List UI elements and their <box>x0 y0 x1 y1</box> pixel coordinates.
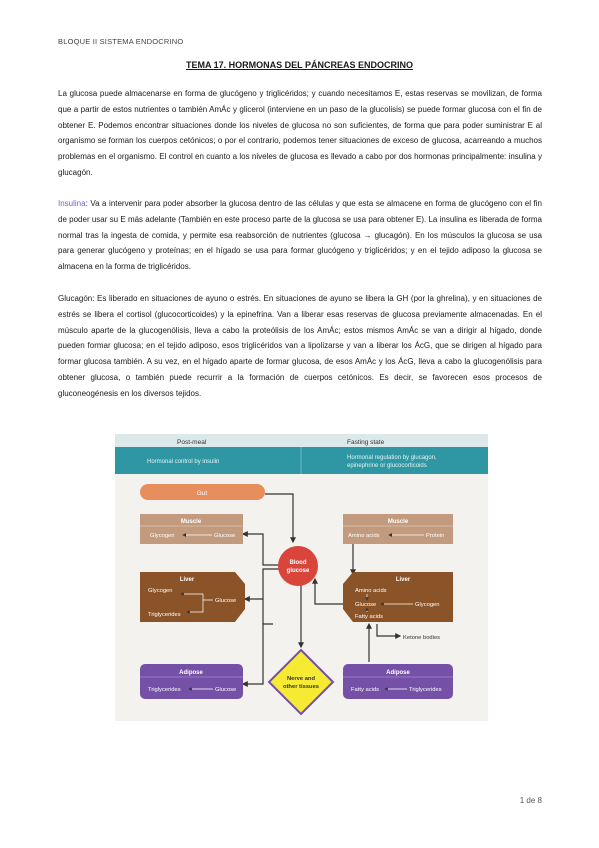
liver-right-node <box>343 572 453 622</box>
paragraph-insulina: Insulina: Va a intervenir para poder abs… <box>58 196 542 275</box>
liver-left-title: Liver <box>180 577 195 583</box>
adipose-left-triglycerides: Triglycerides <box>148 687 181 693</box>
adipose-right-fatty-acids: Fatty acids <box>351 687 379 693</box>
nerve-tissues-label-1: Nerve and <box>287 676 315 682</box>
ketone-bodies-label: Ketone bodies <box>403 635 440 641</box>
adipose-left-glucose: Glucose <box>215 687 236 693</box>
nerve-tissues-label-2: other tissues <box>283 684 319 690</box>
post-meal-label: Post-meal <box>177 439 207 446</box>
paragraph-insulina-body: : Va a intervenir para poder absorber la… <box>58 199 542 272</box>
adipose-right-node <box>343 664 453 699</box>
muscle-right-amino-acids: Amino acids <box>348 533 380 539</box>
muscle-right-protein: Protein <box>426 533 444 539</box>
liver-left-triglycerides: Triglycerides <box>148 612 181 618</box>
liver-left-glycogen: Glycogen <box>148 588 173 594</box>
hormone-band <box>115 447 488 474</box>
paragraph-glucagon: Glucagón: Es liberado en situaciones de … <box>58 294 542 398</box>
muscle-left-glycogen: Glycogen <box>150 533 175 539</box>
liver-right-glucose: Glucose <box>355 602 376 608</box>
adipose-right-title: Adipose <box>386 670 410 676</box>
liver-right-amino-acids: Amino acids <box>355 588 387 594</box>
blood-glucose-node <box>278 546 318 586</box>
fasting-state-label: Fasting state <box>347 439 385 446</box>
glucagon-regulation-label-1: Hormonal regulation by glucagon, <box>347 455 437 461</box>
liver-left-node <box>140 572 245 622</box>
muscle-right-node <box>343 514 453 544</box>
blood-glucose-label-2: glucose <box>287 568 310 574</box>
gut-label: Gut <box>197 490 208 497</box>
gut-node <box>140 484 265 500</box>
page-title: TEMA 17. HORMONAS DEL PÁNCREAS ENDOCRINO <box>185 60 414 70</box>
muscle-left-title: Muscle <box>181 519 202 525</box>
paragraph-intro: La glucosa puede almacenarse en forma de… <box>58 89 542 177</box>
muscle-right-title: Muscle <box>388 519 409 525</box>
nerve-tissues-node <box>267 648 335 716</box>
liver-right-fatty-acids: Fatty acids <box>355 614 383 620</box>
adipose-left-title: Adipose <box>179 670 203 676</box>
metabolism-diagram: Post-meal Fasting state Hormonal control… <box>115 434 488 721</box>
insulin-control-label: Hormonal control by insulin <box>147 459 219 465</box>
glucagon-regulation-label-2: epinephrine or glucocorticoids <box>347 463 427 469</box>
term-insulina: Insulina <box>58 199 86 208</box>
adipose-left-node <box>140 664 243 699</box>
header-band <box>115 434 488 447</box>
blood-glucose-label-1: Blood <box>290 560 307 566</box>
muscle-left-glucose: Glucose <box>214 533 235 539</box>
liver-right-glycogen: Glycogen <box>415 602 440 608</box>
running-header: BLOQUE II SISTEMA ENDOCRINO <box>58 37 184 46</box>
liver-right-title: Liver <box>396 577 411 583</box>
page-number: 1 de 8 <box>519 796 542 805</box>
liver-left-glucose: Glucose <box>215 598 236 604</box>
muscle-left-node <box>140 514 243 544</box>
adipose-right-triglycerides: Triglycerides <box>409 687 442 693</box>
